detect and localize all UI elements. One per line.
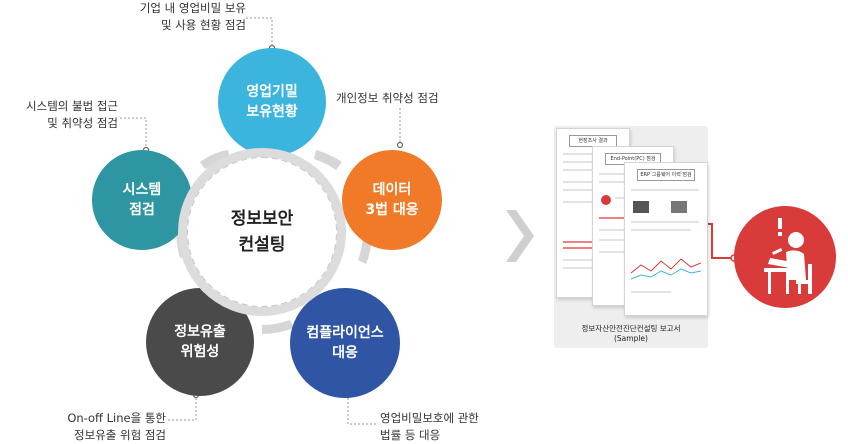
arrow-icon	[506, 210, 534, 262]
report-caption-title: 정보자산안전진단컨설팅 보고서	[581, 324, 681, 333]
report-panel: 현장조사 결과 End-Point(PC) 점검 ERP 그룹웨어 이력 점검	[554, 126, 708, 348]
annotation-line: 개인정보 취약성 점검	[336, 91, 439, 105]
report-page-3: ERP 그룹웨어 이력 점검	[624, 162, 708, 316]
node-label: 대응	[332, 345, 358, 361]
mini-chart-icon	[631, 258, 701, 280]
annotation-system-check: 시스템의 불법 접근 및 취약성 점검	[6, 98, 118, 132]
node-label: 보유현황	[246, 104, 298, 120]
annotation-line: 및 사용 현황 점검	[160, 18, 246, 32]
annotation-compliance: 영업비밀보호에 관한 법률 등 대응	[380, 410, 479, 444]
node-label: 점검	[129, 202, 155, 218]
center-title-line1: 정보보안	[230, 209, 294, 229]
node-label: 데이터	[372, 182, 412, 198]
annotation-trade-secret: 기업 내 영업비밀 보유 및 사용 현황 점검	[116, 0, 246, 34]
center-hub: 정보보안 컨설팅	[178, 148, 346, 316]
report-caption: 정보자산안전진단컨설팅 보고서 (Sample)	[554, 324, 708, 344]
annotation-line: 및 취약성 점검	[47, 116, 118, 130]
report-caption-sub: (Sample)	[614, 334, 648, 343]
center-title-line2: 컨설팅	[238, 235, 286, 255]
annotation-line: 시스템의 불법 접근	[26, 99, 118, 113]
node-label: 컴플라이언스	[306, 325, 384, 341]
person-at-desk-icon	[764, 218, 812, 294]
node-label: 시스템	[122, 182, 162, 198]
node-data-law: 데이터 3법 대응	[342, 150, 442, 250]
annotation-leak-risk: On-off Line을 통한 정보유출 위험 점검	[40, 410, 166, 444]
annotation-line: 영업비밀보호에 관한	[380, 411, 479, 425]
annotation-line: 정보유출 위험 점검	[74, 428, 166, 442]
annotation-line: 법률 등 대응	[380, 428, 441, 442]
node-label: 영업기밀	[246, 84, 298, 100]
node-label: 위험성	[180, 344, 220, 360]
annotation-data-law: 개인정보 취약성 점검	[336, 90, 439, 107]
annotation-line: 기업 내 영업비밀 보유	[139, 1, 246, 15]
annotation-line: On-off Line을 통한	[67, 411, 166, 425]
node-label: 정보유출	[174, 324, 226, 340]
node-label: 3법 대응	[365, 202, 419, 218]
consultant-illustration	[734, 206, 836, 308]
report-page-title: ERP 그룹웨어 이력 점검	[637, 169, 695, 181]
